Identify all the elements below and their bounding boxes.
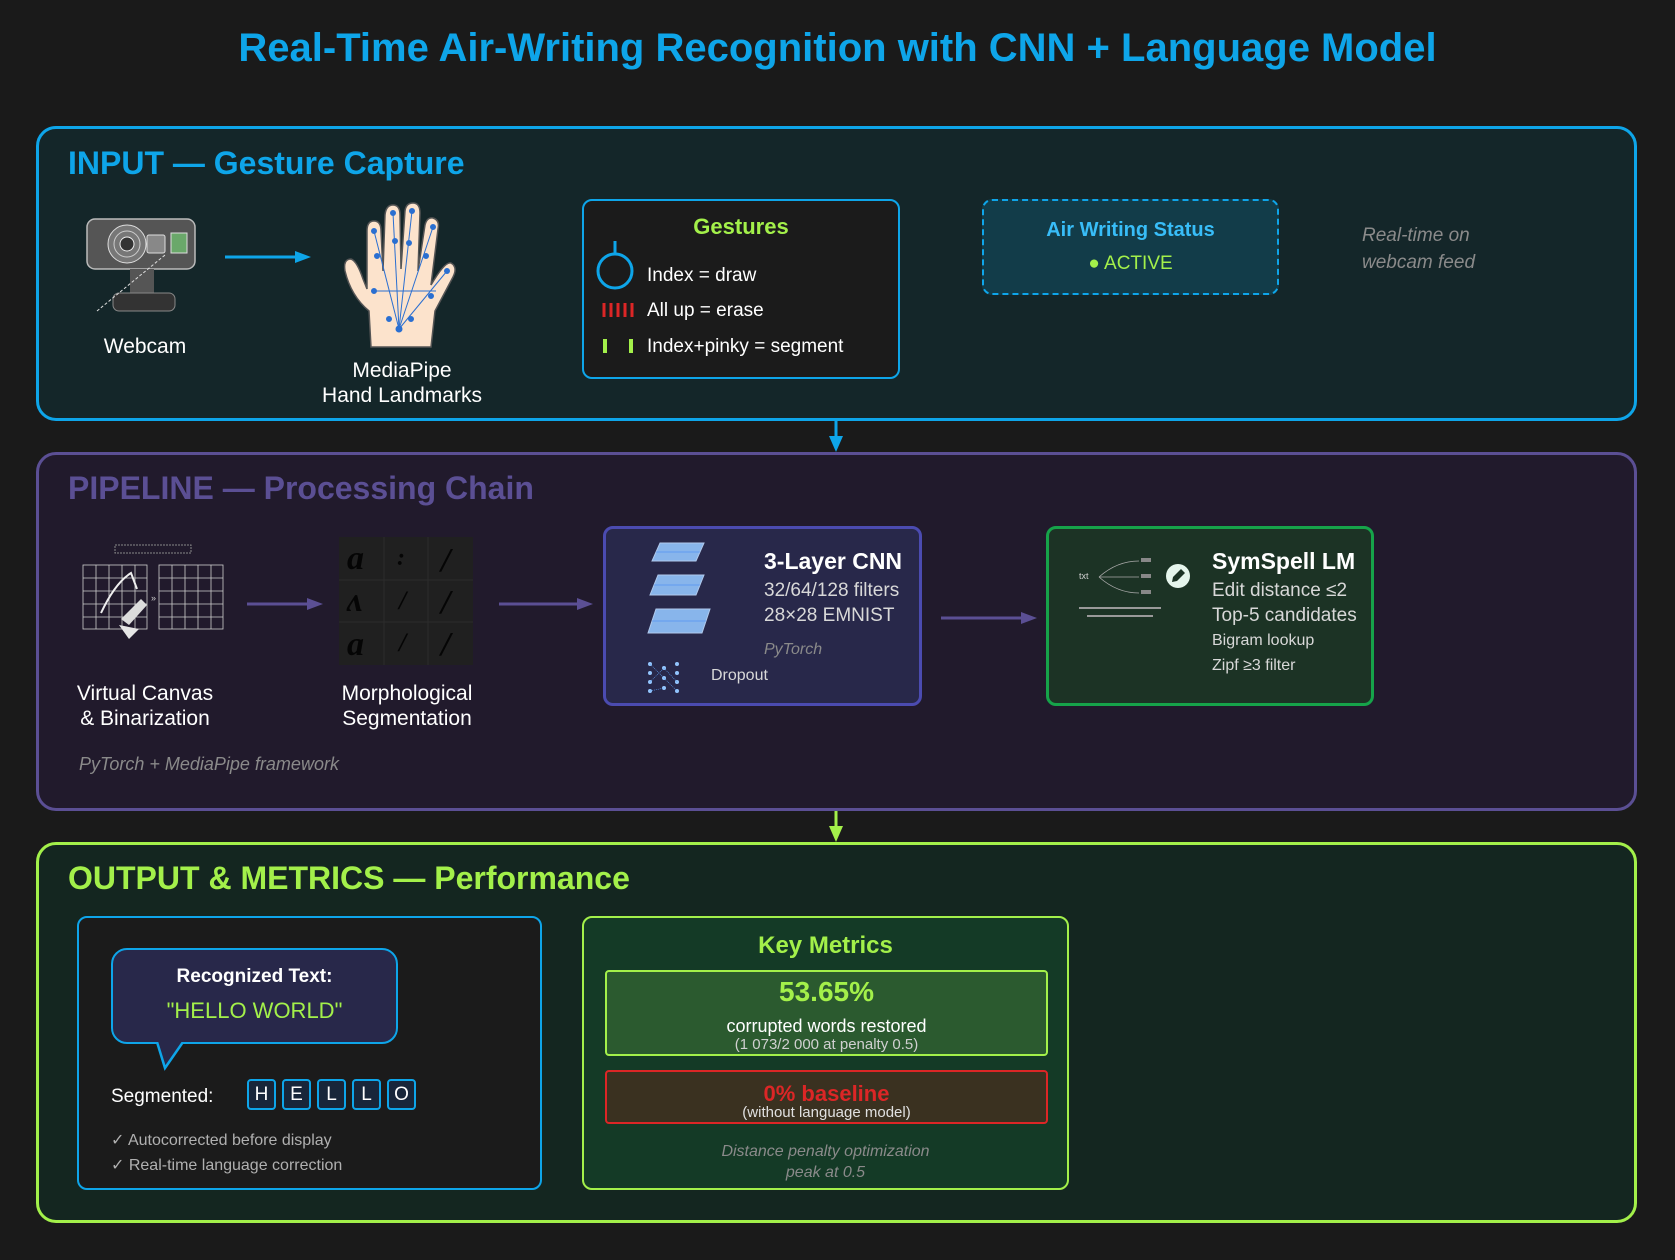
baseline-detail: (without language model) xyxy=(742,1104,911,1121)
baseline-value: 0% baseline xyxy=(763,1081,890,1106)
realtime-correction-check: ✓ Real-time language correction xyxy=(111,1157,343,1174)
autocorrect-check: ✓ Autocorrected before display xyxy=(111,1132,332,1149)
mediapipe-label: MediaPipe xyxy=(352,359,452,382)
restored-detail: (1 073/2 000 at penalty 0.5) xyxy=(734,1036,919,1053)
status-badge: ● ACTIVE xyxy=(1088,253,1173,274)
page-title: Real-Time Air-Writing Recognition with C… xyxy=(238,26,1437,70)
recognized-label: Recognized Text: xyxy=(176,966,333,987)
restored-value: 53.65% xyxy=(779,976,874,1007)
cnn-box: 3-Layer CNN 32/64/128 filters 28×28 EMNI… xyxy=(603,526,922,706)
gestures-box: Gestures Index = draw All up = erase Ind… xyxy=(582,199,900,379)
svg-text:/: / xyxy=(438,584,454,621)
gesture-segment-text: Index+pinky = segment xyxy=(647,336,844,357)
segmented-char: L xyxy=(317,1079,346,1110)
realtime-note-1: Real-time on xyxy=(1362,225,1470,246)
arrow-icon xyxy=(247,598,323,610)
index-finger-icon xyxy=(596,241,634,290)
svg-text:ʌ: ʌ xyxy=(346,582,362,619)
symspell-bigram: Bigram lookup xyxy=(1212,632,1315,649)
air-writing-status-box: Air Writing Status ● ACTIVE xyxy=(982,199,1279,295)
cnn-framework: PyTorch xyxy=(764,641,823,658)
symspell-top-candidates: Top-5 candidates xyxy=(1212,605,1357,626)
status-title: Air Writing Status xyxy=(1046,219,1215,241)
svg-text:/: / xyxy=(438,542,454,579)
down-arrow-icon xyxy=(829,811,843,842)
gesture-draw-text: Index = draw xyxy=(647,265,757,286)
down-arrow-icon xyxy=(829,421,843,452)
gesture-erase-text: All up = erase xyxy=(647,300,764,321)
segmented-char: E xyxy=(282,1079,311,1110)
cnn-filters: 32/64/128 filters xyxy=(764,580,900,601)
penalty-note-2: peak at 0.5 xyxy=(785,1164,866,1181)
dropout-icon xyxy=(648,662,679,693)
restored-metric-card: 53.65% corrupted words restored (1 073/2… xyxy=(605,970,1048,1056)
symspell-zipf: Zipf ≥3 filter xyxy=(1212,657,1296,674)
svg-text:»: » xyxy=(151,593,156,603)
svg-text::: : xyxy=(397,545,405,571)
svg-text:a: a xyxy=(347,540,364,577)
svg-text:a: a xyxy=(347,626,364,663)
input-heading: INPUT — Gesture Capture xyxy=(68,145,465,181)
webcam-label: Webcam xyxy=(103,335,187,358)
two-fingers-icon xyxy=(603,339,633,353)
output-heading: OUTPUT & METRICS — Performance xyxy=(68,860,630,896)
cnn-input-size: 28×28 EMNIST xyxy=(764,605,895,626)
spell-correction-icon: txt xyxy=(1079,558,1190,617)
hand-landmarks-icon xyxy=(343,202,456,348)
framework-note: PyTorch + MediaPipe framework xyxy=(79,754,339,774)
svg-text:/: / xyxy=(438,626,454,663)
morphological-label: Morphological xyxy=(341,682,473,705)
symspell-box: txt SymSpell LM Edit distance ≤2 Top-5 c… xyxy=(1046,526,1374,706)
cnn-title: 3-Layer CNN xyxy=(764,548,903,574)
segmentation-grid-icon: a: / ʌ / / a / / xyxy=(339,537,473,665)
pipeline-heading: PIPELINE — Processing Chain xyxy=(68,470,534,506)
arrow-icon xyxy=(941,612,1037,624)
cnn-layers-icon xyxy=(647,542,711,634)
recognized-text-box: Recognized Text: "HELLO WORLD" Segmented… xyxy=(77,916,542,1190)
svg-text:txt: txt xyxy=(1079,571,1089,581)
metrics-title: Key Metrics xyxy=(758,932,893,959)
svg-text:/: / xyxy=(397,628,409,657)
realtime-note-2: webcam feed xyxy=(1362,252,1476,273)
bubble-tail-icon xyxy=(155,1042,185,1071)
segmented-char: H xyxy=(247,1079,276,1110)
virtual-canvas-label: Virtual Canvas xyxy=(76,682,214,705)
arrow-icon xyxy=(225,251,311,263)
symspell-title: SymSpell LM xyxy=(1212,548,1356,574)
all-fingers-icon xyxy=(602,303,634,317)
speech-bubble: Recognized Text: "HELLO WORLD" xyxy=(111,948,398,1044)
segmented-label: Segmented: xyxy=(111,1086,214,1107)
key-metrics-box: Key Metrics 53.65% corrupted words resto… xyxy=(582,916,1069,1190)
webcam-icon xyxy=(86,218,196,312)
segmented-char: L xyxy=(352,1079,381,1110)
hand-landmarks-label: Hand Landmarks xyxy=(322,384,482,407)
segmentation-label: Segmentation xyxy=(342,707,472,730)
restored-label: corrupted words restored xyxy=(726,1016,927,1036)
svg-text:/: / xyxy=(397,586,409,615)
gestures-title: Gestures xyxy=(693,214,789,239)
recognized-text: "HELLO WORLD" xyxy=(166,998,343,1023)
arrow-icon xyxy=(499,598,593,610)
binarization-label: & Binarization xyxy=(80,707,210,730)
cnn-dropout: Dropout xyxy=(711,667,768,684)
segmented-char: O xyxy=(387,1079,416,1110)
penalty-note-1: Distance penalty optimization xyxy=(721,1143,930,1160)
virtual-canvas-icon: » xyxy=(82,544,224,639)
symspell-edit-distance: Edit distance ≤2 xyxy=(1212,580,1348,601)
baseline-metric-card: 0% baseline (without language model) xyxy=(605,1070,1048,1124)
